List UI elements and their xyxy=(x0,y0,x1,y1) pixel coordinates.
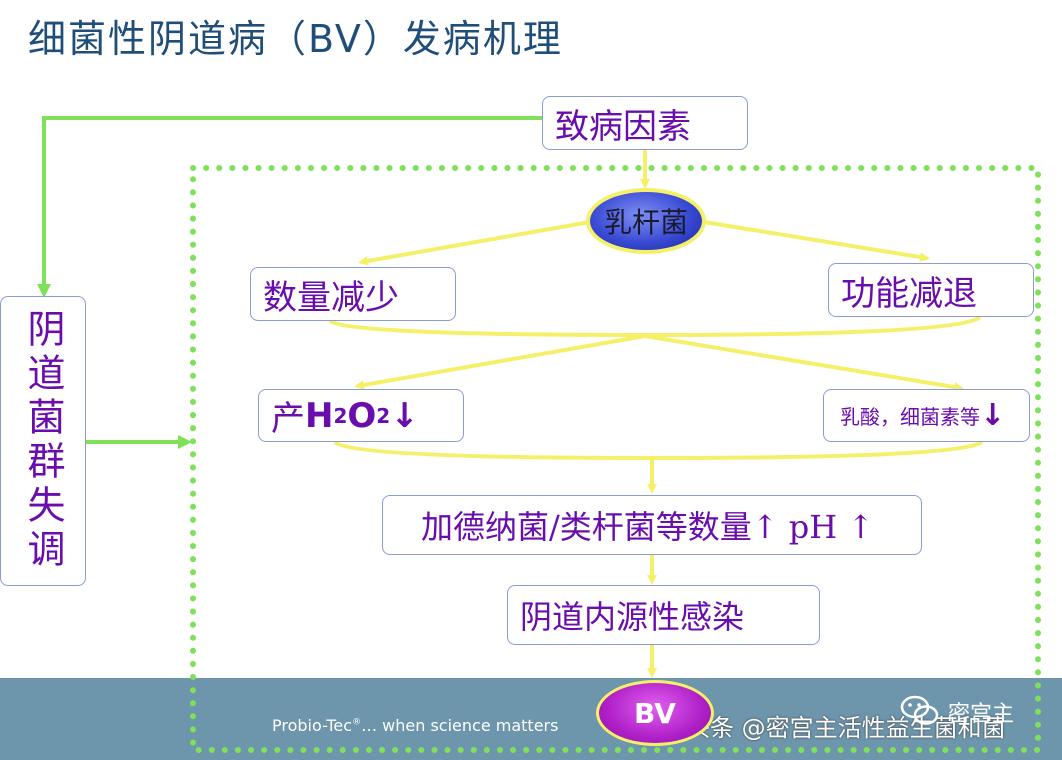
node-cause: 致病因素 xyxy=(542,96,748,150)
node-count-decrease: 数量减少 xyxy=(250,267,456,321)
dotted-frame xyxy=(190,165,1041,753)
arrow-to-lactic xyxy=(644,334,964,392)
merge-brace-2 xyxy=(333,440,984,461)
node-bv: BV xyxy=(596,680,714,746)
footer-tagline: Probio-Tec®… when science matters xyxy=(272,716,559,735)
node-function-decline: 功能减退 xyxy=(828,263,1034,317)
footer-bar xyxy=(0,678,1062,760)
wechat-icon xyxy=(900,694,940,734)
node-lactobacillus: 乳杆菌 xyxy=(586,188,706,254)
arrow-lacto-to-func xyxy=(703,220,930,262)
node-gardnerella: 加德纳菌/类杆菌等数量↑ pH ↑ xyxy=(382,495,922,555)
node-lactic: 乳酸，细菌素等↓ xyxy=(823,389,1030,442)
page-title: 细菌性阴道病（BV）发病机理 xyxy=(28,17,563,61)
node-flora-imbalance: 阴道菌群失调 xyxy=(0,296,86,586)
arrow-lacto-to-count xyxy=(358,220,591,266)
watermark-logo-name: 密宫主 xyxy=(948,702,1015,727)
watermark-text: 头条 @密宫主活性益生菌和菌 xyxy=(686,714,1006,742)
node-infection: 阴道内源性感染 xyxy=(507,585,820,645)
arrow-to-h2o2 xyxy=(354,334,646,390)
flora-label: 阴道菌群失调 xyxy=(21,309,65,573)
green-arrow-to-flora xyxy=(37,116,542,298)
